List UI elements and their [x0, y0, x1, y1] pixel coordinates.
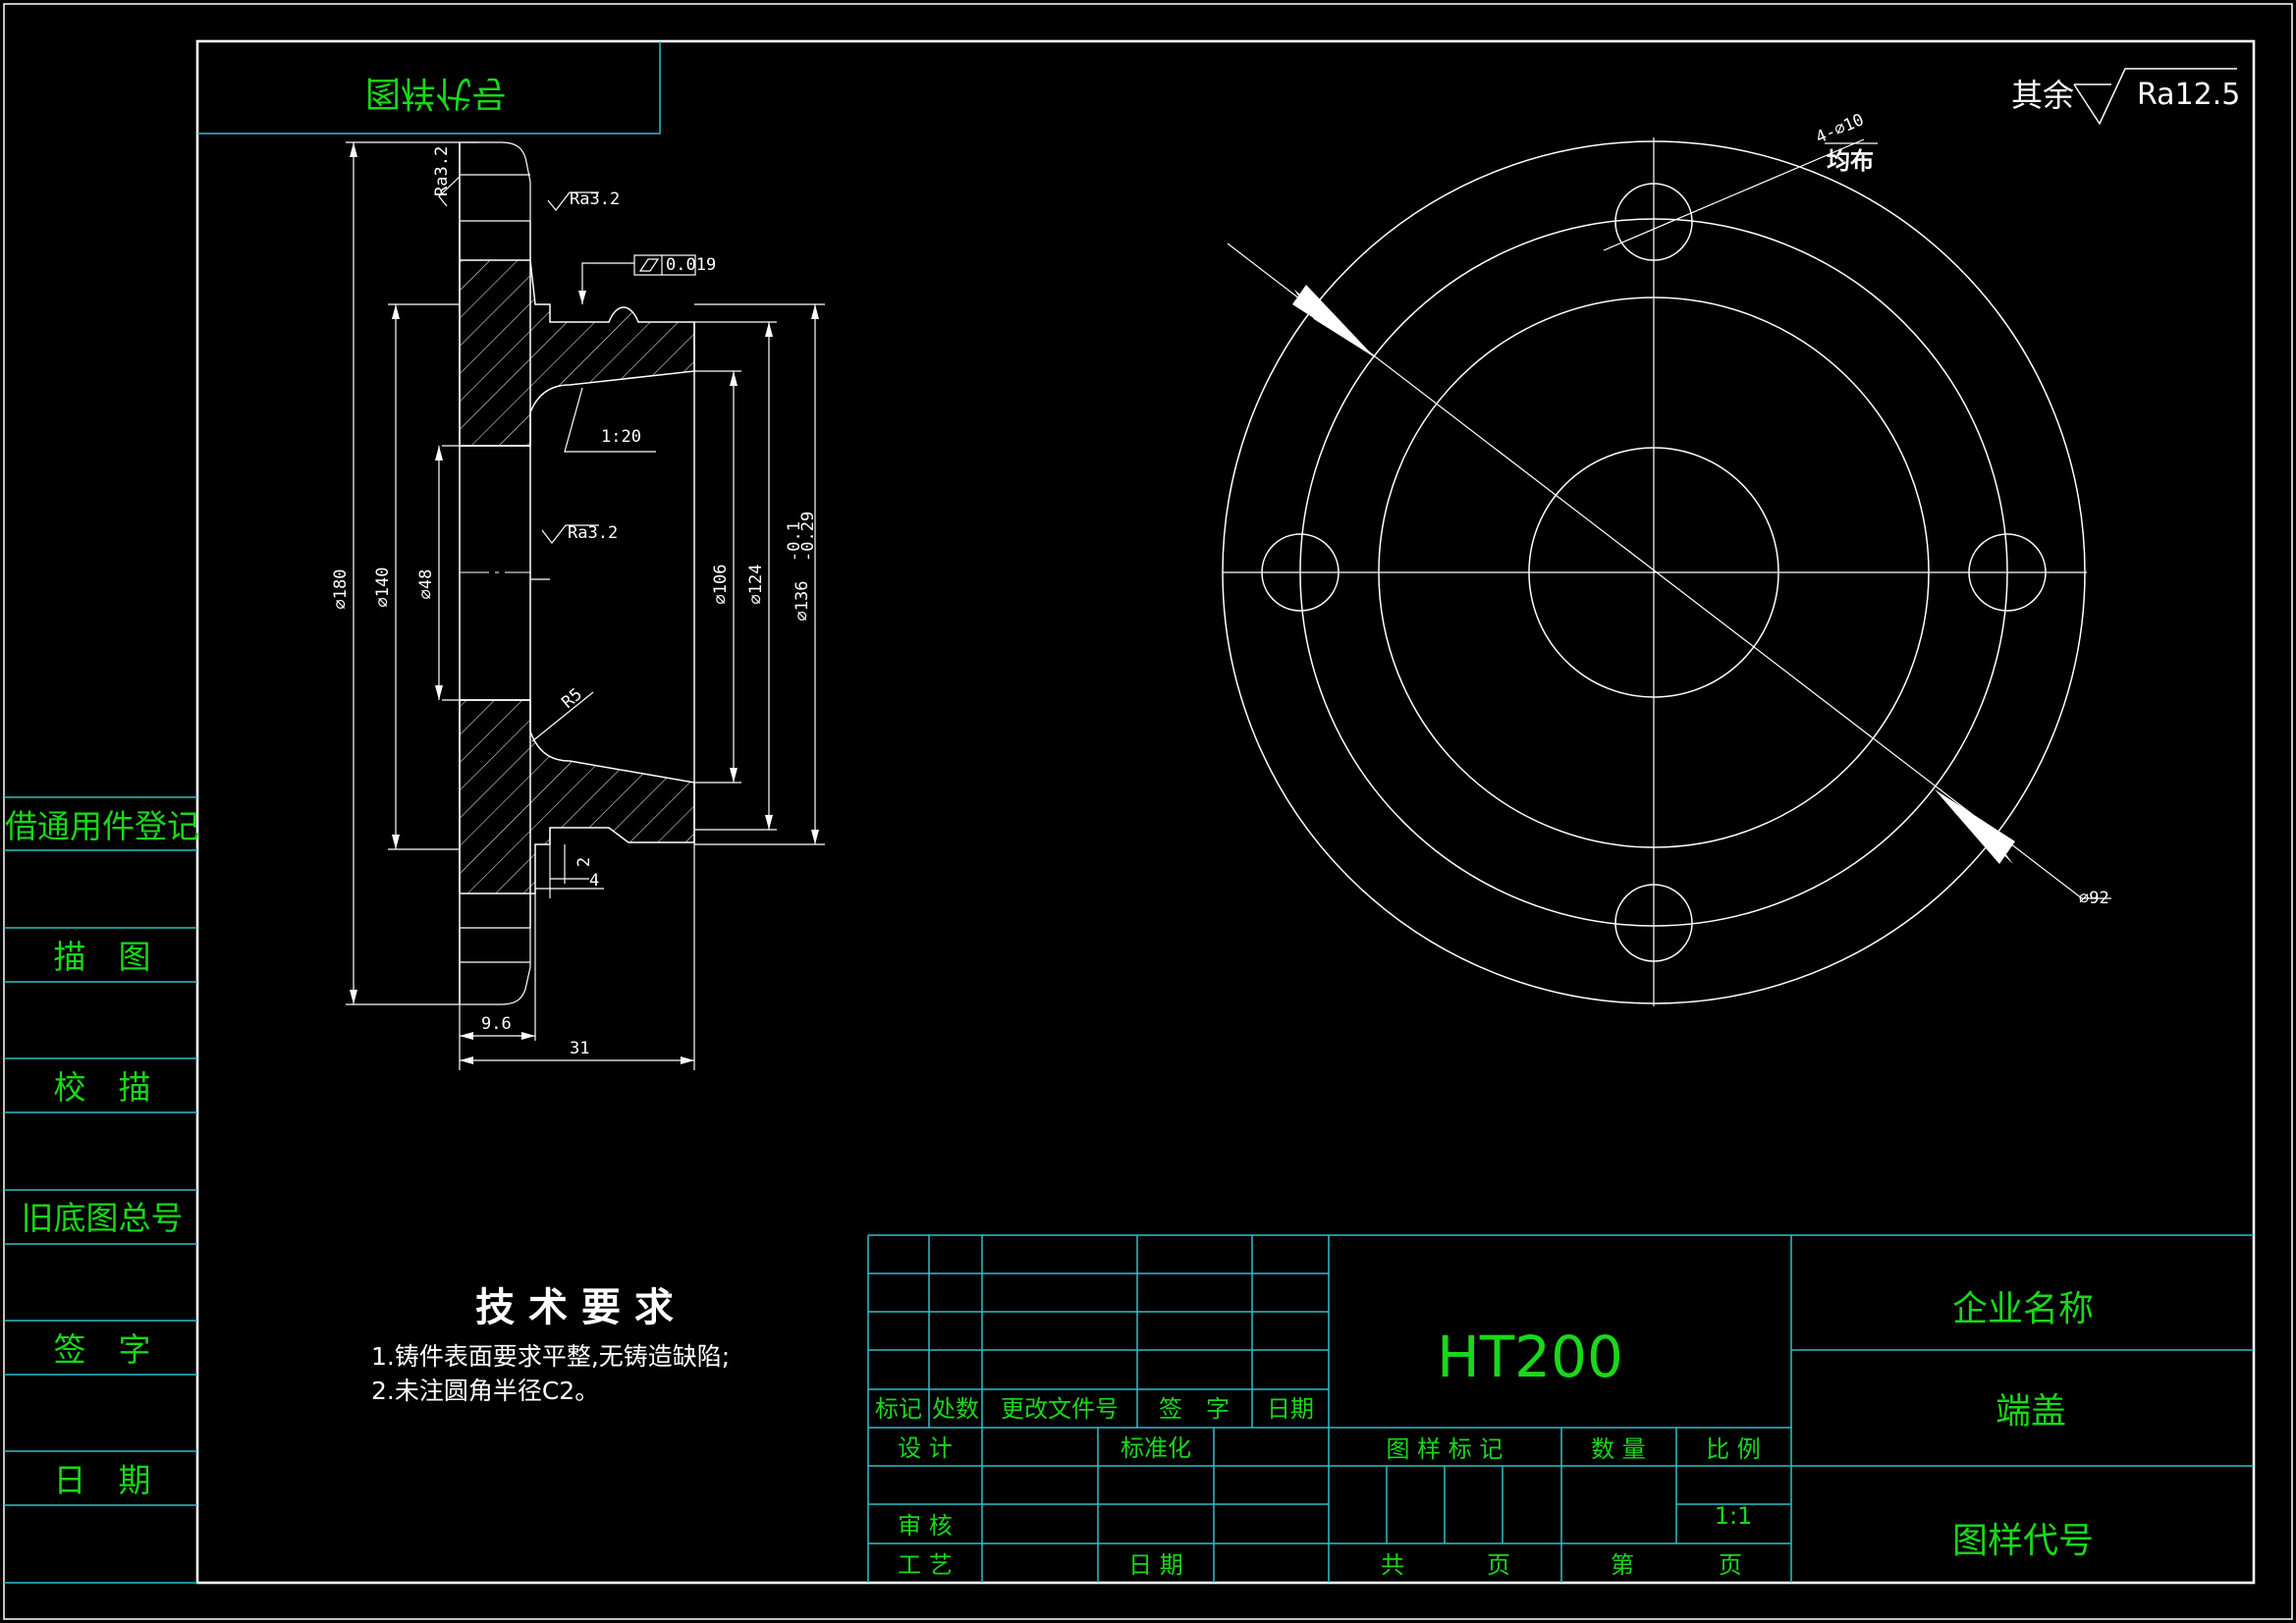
dim-d140-text: ⌀140: [373, 568, 393, 608]
flatness-tolerance: 0.019: [578, 254, 716, 304]
signoff-review: 审 核: [898, 1512, 953, 1540]
rev-header-doc: 更改文件号: [1001, 1395, 1119, 1423]
signoff-design: 设 计: [898, 1434, 953, 1462]
dim-d136: ⌀136 -0.1 -0.29: [694, 303, 825, 845]
front-view: ⌀92 4-⌀10 均布: [1222, 110, 2111, 1006]
dim-w96: 9.6: [459, 893, 536, 1070]
dim-d136-tol-lower: -0.29: [798, 512, 818, 562]
label-page2: 页: [1719, 1551, 1742, 1579]
dim-d92-text: ⌀92: [2079, 889, 2109, 908]
strip-label-trace: 描 图: [54, 938, 151, 976]
section-hatch-lower: [459, 699, 695, 894]
signoff-date: 日 期: [1128, 1551, 1183, 1579]
flange-top-lug-tip: [460, 141, 530, 176]
company-name: 企业名称: [1952, 1289, 2094, 1329]
drawing-title: 端盖: [1995, 1391, 2066, 1432]
flange-bottom-lug: [459, 927, 531, 1005]
flange-top-lug: [459, 141, 531, 222]
dim-d140: ⌀140: [373, 303, 460, 850]
mirrored-code-box: 图样代号: [197, 41, 661, 135]
svg-text:Ra3.2: Ra3.2: [432, 146, 452, 196]
dim-small-2-4: 2 4: [535, 828, 604, 898]
signoff-standard: 标准化: [1121, 1434, 1191, 1462]
svg-text:Ra3.2: Ra3.2: [568, 523, 618, 543]
title-block: 标记 处数 更改文件号 签 字 日期 设 计 标准化 审 核 工 艺 日 期 H…: [867, 1234, 2254, 1583]
dim-d180-text: ⌀180: [331, 569, 351, 610]
ra-symbol-bore: Ra3.2: [541, 523, 618, 544]
ra-symbol-top: Ra3.2: [432, 146, 461, 207]
sheet-border: [3, 3, 2293, 1620]
dim-r5-text: R5: [558, 684, 586, 712]
tech-req-item-2: 2.未注圆角半径C2。: [371, 1377, 599, 1405]
section-hatch-upper: [459, 221, 695, 447]
ra-symbol-flange: Ra3.2: [547, 189, 620, 211]
material-text: HT200: [1437, 1324, 1623, 1390]
svg-text:0.019: 0.019: [666, 255, 716, 275]
label-quantity: 数 量: [1591, 1435, 1646, 1463]
dim-w4-text: 4: [589, 871, 599, 891]
rev-header-sign: 签 字: [1159, 1395, 1230, 1423]
dim-d124: ⌀124: [694, 321, 777, 831]
dim-d106-text: ⌀106: [711, 565, 731, 605]
tech-requirements: 技 术 要 求 1.铸件表面要求平整,无铸造缺陷; 2.未注圆角半径C2。: [371, 1285, 730, 1405]
tech-req-item-1: 1.铸件表面要求平整,无铸造缺陷;: [371, 1342, 730, 1371]
dim-d106: ⌀106: [694, 370, 741, 784]
dim-d124-text: ⌀124: [746, 565, 766, 605]
label-scale: 比 例: [1706, 1435, 1761, 1463]
dim-d48: ⌀48: [416, 446, 443, 700]
roughness-note: 其余 Ra12.5: [2011, 68, 2240, 126]
svg-text:Ra3.2: Ra3.2: [570, 189, 620, 209]
drawing-code-label: 图样代号: [1952, 1521, 2094, 1561]
holes-note-text: 均布: [1827, 147, 1874, 175]
dim-taper-text: 1:20: [601, 427, 641, 447]
strip-label-date: 日 期: [54, 1461, 151, 1499]
drawing-frame: [195, 39, 2256, 1585]
dim-d136-text: ⌀136: [793, 581, 812, 622]
dim-d48-text: ⌀48: [416, 569, 436, 600]
label-page: 页: [1487, 1551, 1510, 1579]
scale-value: 1:1: [1715, 1502, 1753, 1530]
dim-w96-text: 9.6: [481, 1014, 512, 1034]
dim-d136-tol-upper: -0.1: [785, 521, 804, 562]
roughness-value: Ra12.5: [2137, 78, 2240, 112]
rev-header-date: 日期: [1267, 1395, 1314, 1423]
tech-req-title: 技 术 要 求: [475, 1285, 674, 1330]
label-sample-mark: 图 样 标 记: [1387, 1435, 1503, 1463]
strip-label-signature: 签 字: [54, 1330, 151, 1369]
mirrored-code-text: 图样代号: [365, 73, 507, 113]
section-view: ⌀180 ⌀140 ⌀48 ⌀106: [331, 141, 825, 1070]
dim-w31-text: 31: [570, 1039, 589, 1058]
dim-w31: 31: [460, 842, 695, 1070]
rev-header-count: 处数: [932, 1395, 979, 1423]
rev-header-mark: 标记: [875, 1395, 922, 1423]
dim-h2-text: 2: [574, 857, 594, 867]
label-nth: 第: [1611, 1551, 1634, 1579]
strip-label-check: 校 描: [54, 1068, 151, 1107]
label-total: 共: [1381, 1551, 1404, 1579]
signoff-process: 工 艺: [898, 1551, 953, 1579]
dim-d180: ⌀180: [331, 141, 460, 1005]
roughness-prefix: 其余: [2011, 77, 2074, 114]
strip-label-register: 借通用件登记: [5, 807, 199, 845]
left-registration-strip: 借通用件登记 描 图 校 描 旧底图总号 签 字 日 期: [4, 796, 199, 1584]
strip-label-old-number: 旧底图总号: [22, 1199, 184, 1237]
